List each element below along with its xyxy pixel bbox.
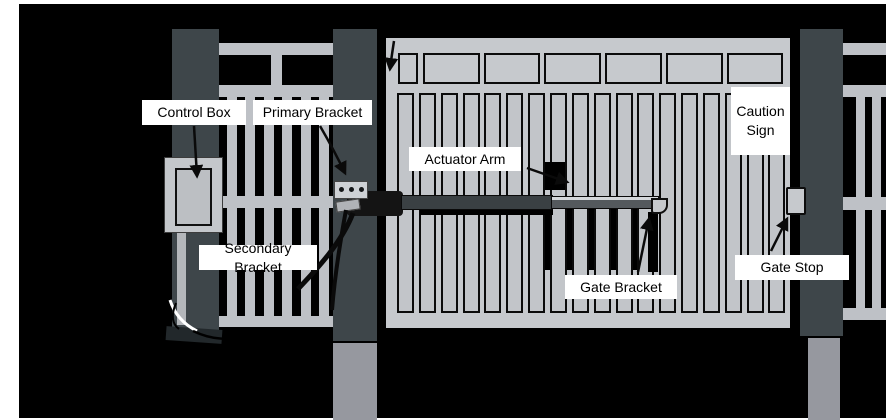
gate-bracket-arrow bbox=[636, 216, 654, 273]
actuator-arm-label: Actuator Arm bbox=[409, 147, 521, 171]
cable-wire bbox=[330, 209, 348, 311]
fence-rail bbox=[843, 197, 886, 210]
bolt-icon bbox=[349, 187, 354, 192]
fence-rail bbox=[219, 196, 333, 208]
caution-sign-line2: Sign bbox=[746, 122, 775, 138]
post-hinge-base bbox=[333, 343, 377, 420]
gate-top-panel bbox=[484, 53, 540, 84]
post-latch bbox=[800, 29, 843, 336]
primary-bracket-arrow bbox=[318, 125, 347, 176]
fence-rail bbox=[843, 43, 886, 55]
gate-slat bbox=[703, 93, 720, 313]
fence-rail bbox=[219, 85, 333, 97]
fence-rail bbox=[219, 316, 333, 327]
gate-top-panel bbox=[398, 53, 418, 84]
gate-stop bbox=[786, 187, 806, 215]
control-box-label: Control Box bbox=[142, 100, 246, 125]
gate-top-panel bbox=[727, 53, 783, 84]
wire bbox=[171, 302, 180, 330]
fence-rail bbox=[843, 308, 886, 320]
gate-edge-arrow bbox=[384, 40, 399, 72]
caution-sign: Caution Sign bbox=[731, 87, 790, 155]
actuator-arm-arrow bbox=[526, 166, 570, 185]
gate-top-panel bbox=[605, 53, 662, 84]
bolt-icon bbox=[359, 187, 364, 192]
secondary-bracket-label: Secondary Bracket bbox=[199, 240, 317, 275]
gate-bracket bbox=[651, 198, 668, 214]
white-wire bbox=[168, 299, 198, 333]
gate-top-panel bbox=[544, 53, 601, 84]
fence-top-divider bbox=[271, 55, 282, 85]
primary-bracket bbox=[334, 181, 368, 199]
fence-rail bbox=[219, 43, 333, 55]
gate-bracket-label: Gate Bracket bbox=[565, 275, 677, 299]
cable-wire bbox=[296, 212, 356, 291]
post-latch-base bbox=[808, 338, 840, 420]
gate-top-panel bbox=[666, 53, 723, 84]
gate-stop-arrow bbox=[769, 216, 789, 252]
gate-slat bbox=[681, 93, 698, 313]
fence-rail bbox=[843, 85, 886, 97]
conduit-pipe bbox=[177, 228, 186, 325]
wire bbox=[192, 329, 244, 340]
caution-sign-line1: Caution bbox=[736, 103, 785, 120]
primary-bracket-label: Primary Bracket bbox=[253, 100, 372, 125]
gate-stop-label: Gate Stop bbox=[735, 255, 849, 280]
gate-top-panel bbox=[423, 53, 480, 84]
bolt-icon bbox=[339, 187, 344, 192]
gate-bracket-shadow-bar bbox=[648, 212, 658, 272]
arm-shadow-band bbox=[420, 208, 553, 215]
control-box-arrow bbox=[189, 125, 204, 179]
